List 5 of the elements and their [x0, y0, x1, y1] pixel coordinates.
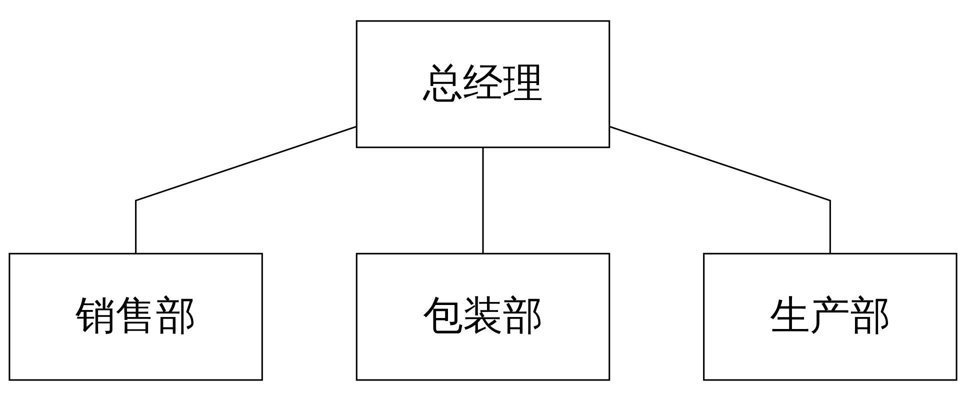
connector-line	[135, 126, 357, 254]
connector-line	[482, 147, 484, 254]
connector-line	[609, 126, 831, 254]
department-box: 生产部	[703, 252, 958, 381]
department-box: 包装部	[356, 252, 610, 381]
